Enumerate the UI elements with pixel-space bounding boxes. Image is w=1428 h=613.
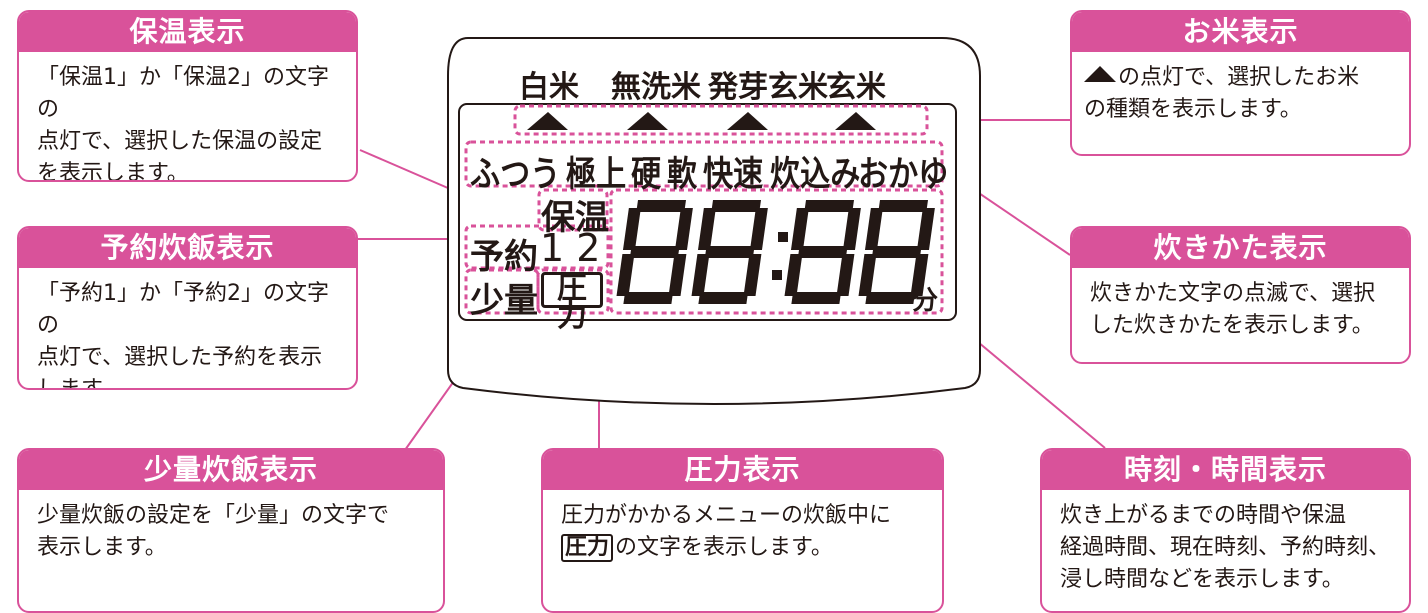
rice-type-brown: 玄米 <box>826 70 886 105</box>
callout-cooking-mode: 炊きかた表示 炊きかた文字の点滅で、選択 した炊きかたを表示します。 <box>1070 226 1411 364</box>
mode-okayu: おかゆ <box>858 155 949 195</box>
callout-title: 少量炊飯表示 <box>19 450 443 490</box>
triangle-icon <box>727 112 768 130</box>
keep-warm-label: 保温 <box>541 198 609 238</box>
callout-body: 炊きかた文字の点滅で、選択 した炊きかたを表示します。 <box>1072 268 1409 342</box>
callout-body: 炊き上がるまでの時間や保温 経過時間、現在時刻、予約時刻、 浸し時間などを表示し… <box>1042 490 1409 596</box>
callout-line: します。 <box>37 377 123 390</box>
minute-label: 分 <box>912 286 939 316</box>
callout-title: 予約炊飯表示 <box>19 228 356 268</box>
callout-body: 「保温1」か「保温2」の文字の 点灯で、選択した保温の設定 を表示します。 <box>19 52 356 182</box>
callout-line: 「予約1」か「予約2」の文字の <box>37 281 329 338</box>
mode-futsuu: ふつう <box>470 155 561 195</box>
mode-takikomi: 炊込み <box>770 155 861 195</box>
callout-line: 炊きかた文字の点滅で、選択 <box>1090 281 1376 306</box>
triangle-icon <box>527 112 568 130</box>
callout-title: 保温表示 <box>19 12 356 52</box>
highlight-keep-warm <box>537 188 609 232</box>
callout-line: を表示します。 <box>37 161 189 182</box>
pressure-label: 圧力 <box>541 272 603 332</box>
reservation-label: 予約 <box>470 237 538 277</box>
rice-type-white: 白米 <box>519 70 579 105</box>
mode-gokujou: 極上 <box>566 155 627 195</box>
callout-line: 「保温1」か「保温2」の文字の <box>37 65 329 122</box>
small-amount-label: 少量 <box>470 281 538 321</box>
callout-title: お米表示 <box>1072 12 1409 52</box>
callout-line: 圧力の文字を表示します。 <box>561 532 928 564</box>
callout-line: した炊きかたを表示します。 <box>1090 313 1374 338</box>
callout-line: 炊き上がるまでの時間や保温 <box>1060 503 1347 528</box>
callout-line: 経過時間、現在時刻、予約時刻、 <box>1060 535 1391 560</box>
callout-reservation: 予約炊飯表示 「予約1」か「予約2」の文字の 点灯で、選択した予約を表示 します… <box>17 226 358 390</box>
triangle-icon <box>627 112 668 130</box>
callout-time: 時刻・時間表示 炊き上がるまでの時間や保温 経過時間、現在時刻、予約時刻、 浸し… <box>1040 448 1411 613</box>
rice-indicator-triangles <box>527 112 876 130</box>
callout-line: 圧力がかかるメニューの炊飯中に <box>561 503 892 528</box>
callout-body: の点灯で、選択したお米 の種類を表示します。 <box>1072 52 1409 126</box>
callout-line: 点灯で、選択した保温の設定 <box>37 129 323 154</box>
rice-type-musenmai: 無洗米 <box>611 70 701 105</box>
callout-line-rest: の点灯で、選択したお米 <box>1118 65 1360 90</box>
callout-line: の種類を表示します。 <box>1084 97 1302 122</box>
callout-line: 浸し時間などを表示します。 <box>1060 567 1344 592</box>
highlight-rice-type <box>513 104 929 136</box>
reservation-numbers: 1 2 <box>540 226 601 270</box>
triangle-icon <box>1084 66 1116 82</box>
mode-yawa: 軟 <box>667 155 698 195</box>
callout-small-amount: 少量炊飯表示 少量炊飯の設定を「少量」の文字で 表示します。 <box>17 448 445 613</box>
callout-pressure: 圧力表示 圧力がかかるメニューの炊飯中に 圧力の文字を表示します。 <box>541 448 944 613</box>
pressure-box-icon: 圧力 <box>561 534 614 562</box>
mode-kata: 硬 <box>631 155 662 195</box>
callout-line-rest: の文字を表示します。 <box>615 535 833 560</box>
callout-body: 少量炊飯の設定を「少量」の文字で 表示します。 <box>19 490 443 564</box>
callout-line: 少量炊飯の設定を「少量」の文字で <box>37 503 390 528</box>
callout-title: 圧力表示 <box>543 450 942 490</box>
triangle-icon <box>835 112 876 130</box>
callout-rice-type: お米表示 の点灯で、選択したお米 の種類を表示します。 <box>1070 10 1411 156</box>
highlight-boxes <box>464 104 944 315</box>
highlight-cooking-mode <box>464 140 944 188</box>
highlight-pressure <box>536 268 610 315</box>
callout-title: 炊きかた表示 <box>1072 228 1409 268</box>
segment-display <box>616 200 935 304</box>
callout-line: の点灯で、選択したお米 <box>1084 62 1395 94</box>
callout-body: 圧力がかかるメニューの炊飯中に 圧力の文字を表示します。 <box>543 490 942 564</box>
mode-kaisoku: 快速 <box>703 155 764 195</box>
callout-body: 「予約1」か「予約2」の文字の 点灯で、選択した予約を表示 します。 <box>19 268 356 390</box>
rice-type-germinated: 発芽玄米 <box>708 70 828 105</box>
highlight-reservation <box>464 224 610 270</box>
callout-keep-warm: 保温表示 「保温1」か「保温2」の文字の 点灯で、選択した保温の設定 を表示しま… <box>17 10 358 182</box>
callout-line: 点灯で、選択した予約を表示 <box>37 345 323 370</box>
callout-title: 時刻・時間表示 <box>1042 450 1409 490</box>
highlight-small <box>464 268 540 315</box>
callout-line: 表示します。 <box>37 535 167 560</box>
